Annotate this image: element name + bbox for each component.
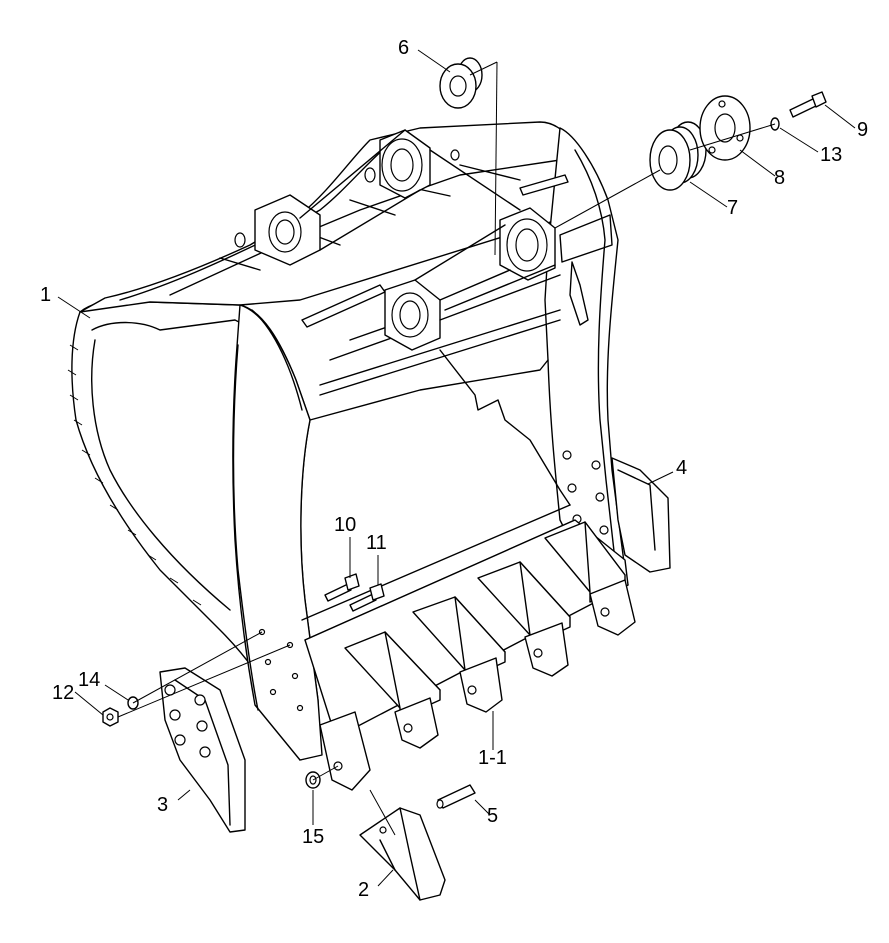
bucket-right-side-plate — [544, 127, 629, 596]
callout-13: 13 — [820, 144, 843, 166]
tooth-adapter-4 — [544, 521, 636, 636]
bolt-11 — [349, 583, 385, 612]
callout-2: 2 — [358, 879, 370, 901]
side-cutter-left — [159, 667, 246, 833]
callout-3: 3 — [157, 794, 169, 816]
side-cutter-right — [611, 457, 671, 573]
tooth-adapter-2 — [412, 596, 506, 713]
callout-1: 1 — [40, 284, 52, 306]
callout-6: 6 — [398, 37, 410, 59]
tooth-pin — [436, 784, 476, 809]
tooth-point — [359, 807, 446, 901]
shim-ring — [649, 121, 707, 191]
callout-11: 11 — [366, 532, 387, 554]
callout-14: 14 — [78, 669, 101, 691]
leader-lines — [57, 49, 856, 887]
callout-8: 8 — [774, 167, 786, 189]
nut-12 — [102, 707, 119, 727]
link-bosses — [234, 129, 561, 351]
retainer-plate — [699, 95, 751, 161]
tooth-adapter-1 — [344, 631, 441, 749]
tooth-row — [319, 521, 636, 791]
tooth-adapter-3 — [477, 561, 571, 677]
bucket-front-left-face — [232, 304, 323, 761]
callout-12: 12 — [52, 682, 75, 704]
side-cutter-bolt-holes — [562, 450, 609, 535]
callout-10: 10 — [334, 514, 357, 536]
bolt-10 — [324, 573, 360, 602]
bolt-9 — [789, 91, 827, 118]
callout-5: 5 — [487, 805, 499, 827]
callout-7: 7 — [727, 197, 739, 219]
callout-4: 4 — [676, 457, 688, 479]
callout-9: 9 — [857, 119, 869, 141]
assembly-lines — [117, 61, 776, 836]
callout-15: 15 — [302, 826, 325, 848]
callout-1-1: 1-1 — [478, 747, 507, 769]
bushing — [439, 57, 483, 109]
